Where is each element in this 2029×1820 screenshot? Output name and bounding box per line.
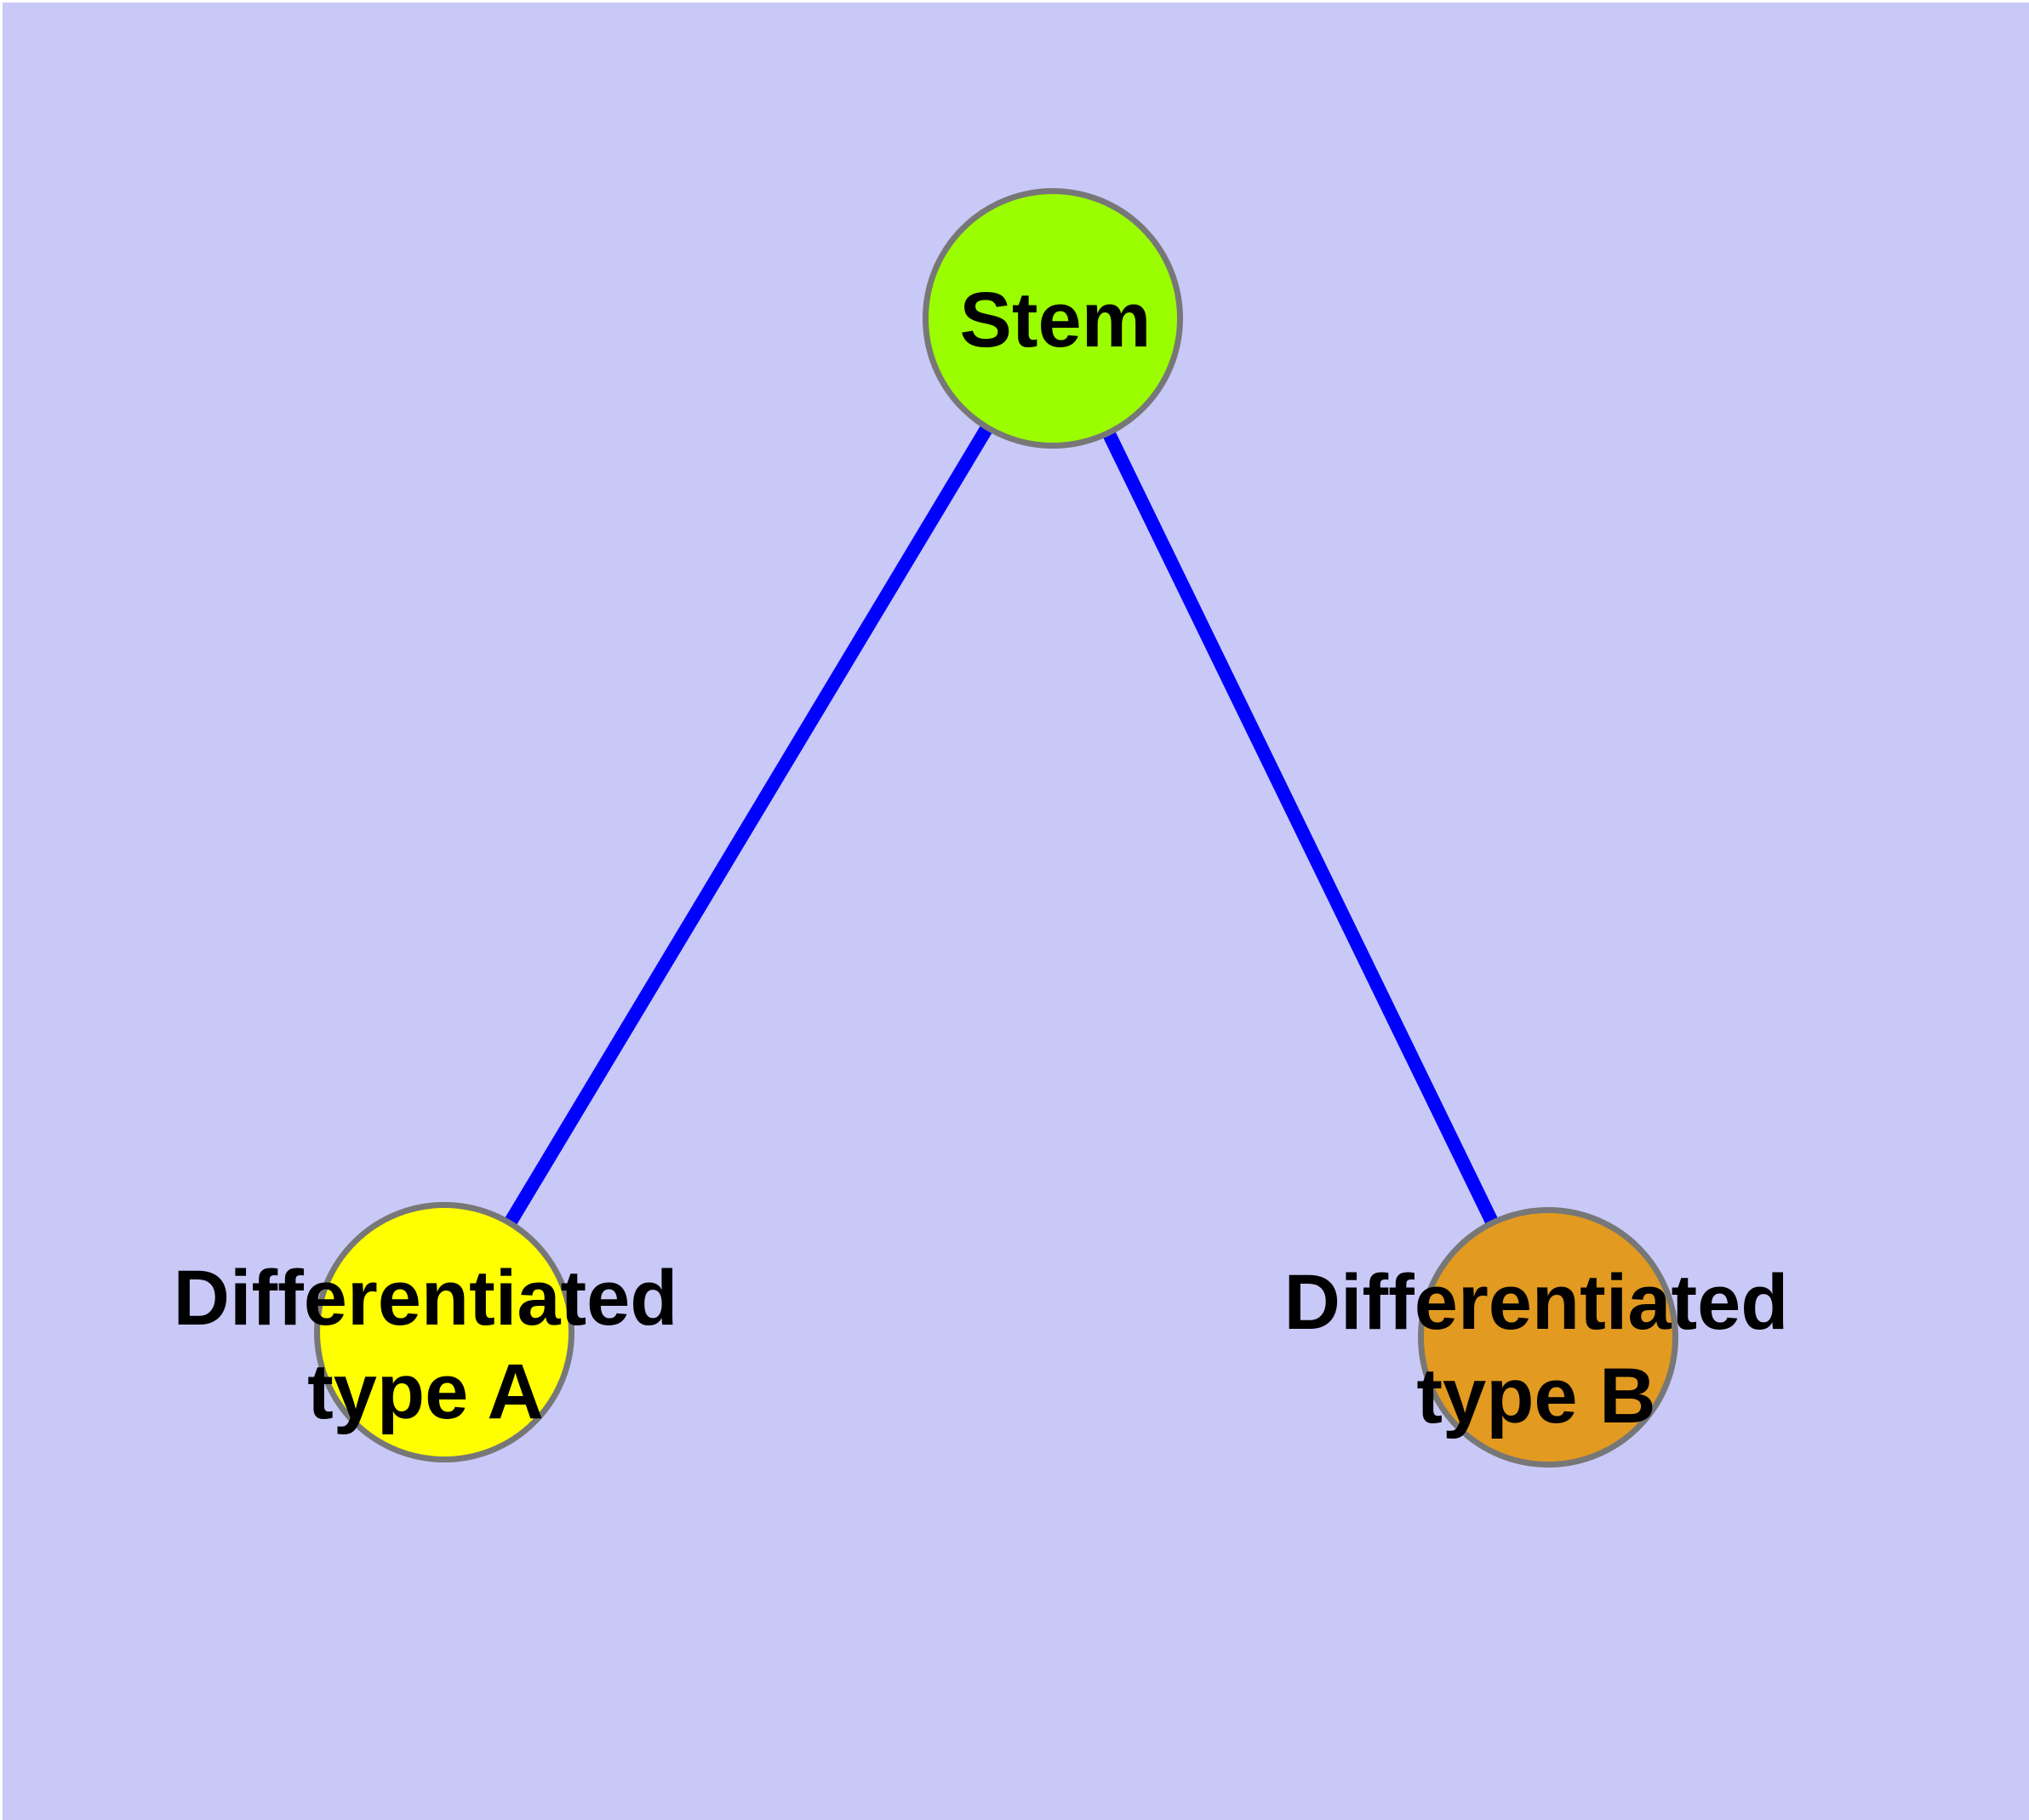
node-differentiated-type-b xyxy=(1418,1207,1678,1468)
node-stem xyxy=(923,188,1183,449)
node-stem-label: Stem xyxy=(959,277,1152,363)
node-type-a-label: Differentiated type A xyxy=(173,1255,678,1435)
node-differentiated-type-a xyxy=(314,1202,574,1462)
edge-stem-to-type-a xyxy=(438,314,1059,1336)
edge-stem-to-type-b xyxy=(1046,315,1555,1341)
diagram-canvas: Stem Differentiated type A Differentiate… xyxy=(3,3,2029,1820)
node-type-b-label: Differentiated type B xyxy=(1283,1259,1789,1439)
edges-layer xyxy=(438,314,1555,1341)
